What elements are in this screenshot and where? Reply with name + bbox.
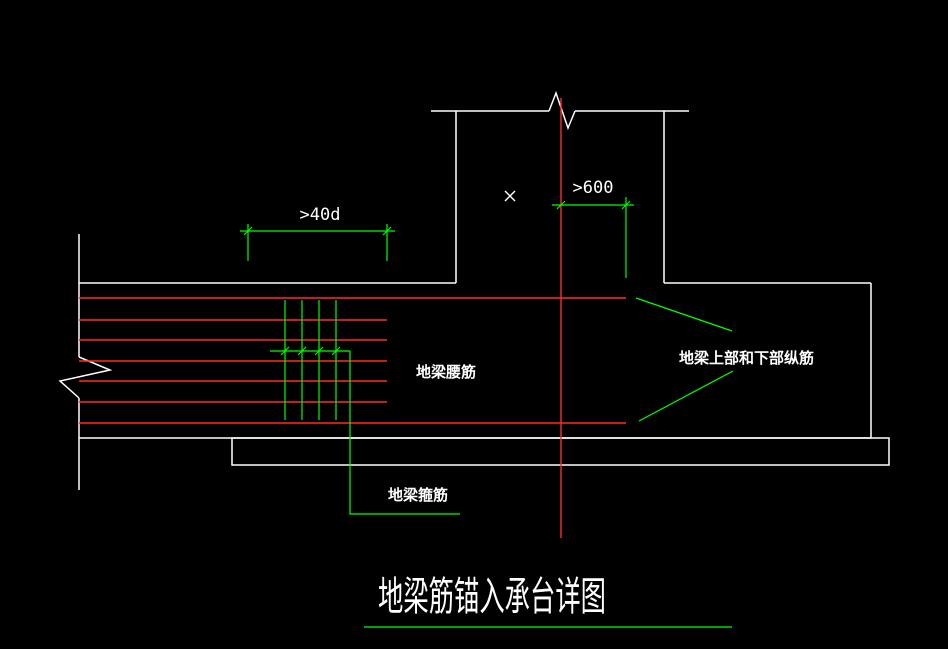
stirrup-tick [331,346,341,356]
drawing-title: 地梁筋锚入承台详图 [378,574,606,620]
dim-600-label: >600 [573,178,614,198]
longitudinal-leader-bottom [638,370,734,422]
concrete-outline [58,90,890,490]
dim-40d-tick-right [382,226,392,236]
longitudinal-leader-top [635,297,733,332]
leaders-and-dimensions [240,197,734,628]
top-break-symbol [548,90,576,131]
rebars [79,98,626,538]
dim-600-tick-right [621,200,631,210]
longitudinal-bar-label: 地梁上部和下部纵筋 [679,349,814,367]
waist-bar-label: 地梁腰筋 [416,363,476,381]
dim-40d-label: >40d [300,205,341,225]
stirrup-tick [297,346,307,356]
stirrup-leader-tail [349,351,460,515]
dim-600-tick-left [556,200,566,210]
dim-40d-tick-left [243,226,253,236]
stirrup-tick [280,346,290,356]
stirrup-tick [314,346,324,356]
left-break-symbol [58,356,113,399]
center-cross-mark [504,190,516,202]
stirrup-label: 地梁箍筋 [388,486,448,504]
